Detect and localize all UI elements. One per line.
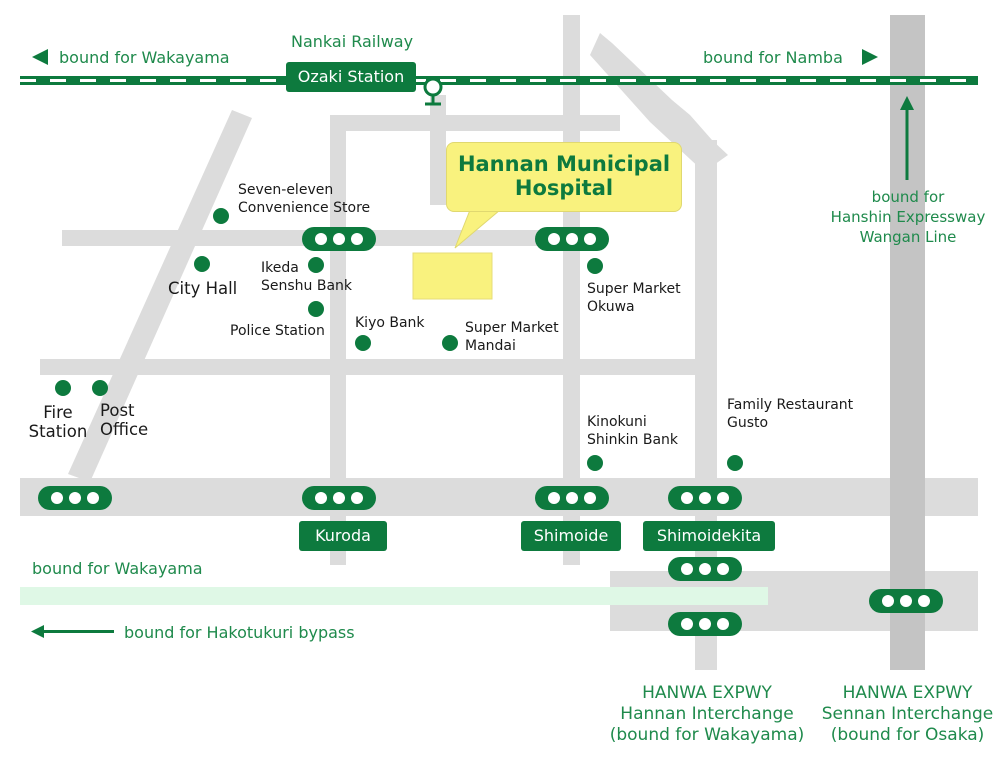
okuwa-label: Super Market Okuwa	[587, 281, 681, 315]
arrow-west-icon	[31, 625, 114, 638]
marker-kinokuni	[587, 455, 603, 471]
railway-line	[20, 76, 978, 85]
hannan-interchange-label: HANWA EXPWY Hannan Interchange (bound fo…	[609, 683, 805, 745]
railway-name: Nankai Railway	[291, 32, 414, 51]
marker-seven-eleven	[213, 208, 229, 224]
traffic-signal-icon	[668, 557, 742, 581]
marker-gusto	[727, 455, 743, 471]
intersection-kuroda: Kuroda	[299, 521, 387, 551]
diagonal-road-east	[590, 33, 728, 172]
bound-hakotukuri-label: bound for Hakotukuri bypass	[124, 623, 355, 642]
city-hall-label: City Hall	[168, 279, 238, 298]
diagonal-road-west	[68, 110, 252, 482]
hospital-location	[412, 252, 493, 300]
station-pin-icon	[423, 77, 443, 106]
kinokuni-label: Kinokuni Shinkin Bank	[587, 414, 679, 448]
bound-wakayama-rail-label: bound for Wakayama	[59, 48, 230, 67]
hospital-name-line1: Hannan Municipal	[457, 152, 671, 176]
post-office-label: Post Office	[100, 401, 149, 439]
bypass-road	[20, 587, 768, 605]
traffic-signal-icon	[869, 589, 943, 613]
marker-fire-station	[55, 380, 71, 396]
bound-namba-label: bound for Namba	[703, 48, 843, 67]
traffic-signal-icon	[668, 612, 742, 636]
road-north-spur-1	[330, 115, 620, 131]
station-badge: Ozaki Station	[286, 62, 416, 92]
marker-mandai	[442, 335, 458, 351]
hanshin-expressway-label: bound for Hanshin Expressway Wangan Line	[830, 188, 986, 246]
traffic-signal-icon	[535, 486, 609, 510]
bound-wakayama-road-label: bound for Wakayama	[32, 559, 203, 578]
traffic-signal-icon	[302, 227, 376, 251]
marker-okuwa	[587, 258, 603, 274]
arrow-left-icon	[32, 49, 48, 65]
traffic-signal-icon	[302, 486, 376, 510]
police-station-label: Police Station	[230, 323, 325, 339]
road-middle-ew	[40, 359, 700, 375]
mandai-label: Super Market Mandai	[465, 320, 559, 354]
sennan-interchange-label: HANWA EXPWY Sennan Interchange (bound fo…	[821, 683, 994, 745]
road-north-spur-2	[430, 95, 446, 205]
gusto-label: Family Restaurant Gusto	[727, 397, 854, 431]
landmark-markers	[55, 208, 743, 471]
traffic-signal-icon	[535, 227, 609, 251]
hospital-callout: Hannan Municipal Hospital	[446, 142, 682, 212]
hospital-name-line2: Hospital	[514, 176, 614, 200]
arrow-up-icon	[900, 96, 914, 180]
traffic-signal-icon	[668, 486, 742, 510]
seven-eleven-label: Seven-eleven Convenience Store	[238, 182, 371, 216]
ikeda-senshu-label: Ikeda Senshu Bank	[261, 260, 353, 294]
traffic-signal-icon	[38, 486, 112, 510]
road-main-ew	[20, 478, 978, 516]
marker-ikeda-senshu	[308, 257, 324, 273]
intersection-shimoidekita: Shimoidekita	[643, 521, 775, 551]
intersection-shimoide: Shimoide	[521, 521, 621, 551]
marker-city-hall	[194, 256, 210, 272]
marker-police	[308, 301, 324, 317]
fire-station-label: Fire Station	[28, 403, 88, 441]
marker-post-office	[92, 380, 108, 396]
kiyo-bank-label: Kiyo Bank	[355, 315, 425, 331]
arrow-right-icon	[862, 49, 878, 65]
marker-kiyo-bank	[355, 335, 371, 351]
traffic-signals	[38, 227, 943, 636]
